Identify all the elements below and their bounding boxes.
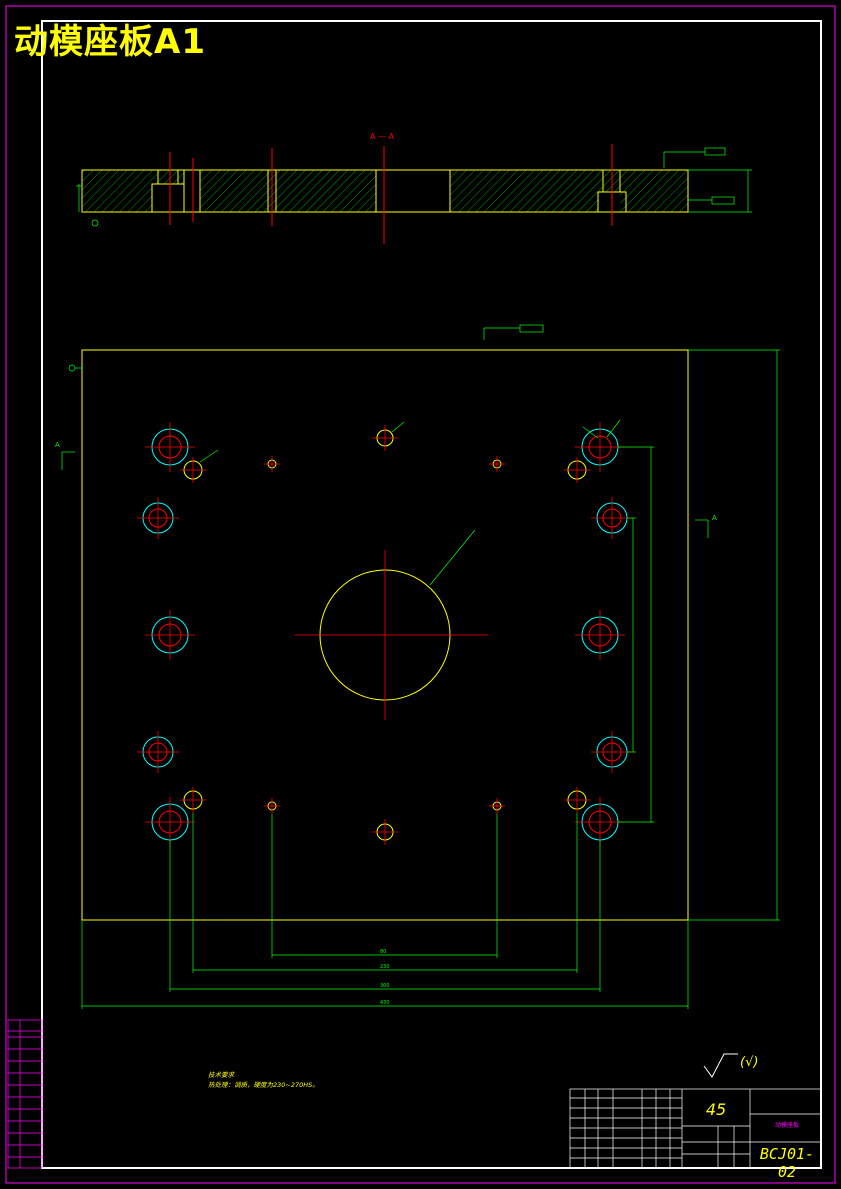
- tech-notes-heading: 技术要求: [208, 1071, 234, 1079]
- tech-notes-line-1: 热处理：调质，硬度为230~270HS。: [208, 1081, 319, 1089]
- part-name: 动模座板: [774, 1122, 799, 1129]
- centerlines: [137, 422, 633, 847]
- svg-text:230: 230: [380, 964, 390, 970]
- material-value: 45: [705, 1100, 727, 1119]
- dimension-ticks: 80 230 300 430: [380, 949, 390, 1006]
- section-marker-right: A: [712, 514, 717, 522]
- svg-text:80: 80: [380, 949, 386, 955]
- drawing-title: 动模座板A1: [14, 22, 206, 62]
- title-block: [569, 1088, 822, 1169]
- technical-requirements: 技术要求 热处理：调质，硬度为230~270HS。: [208, 1070, 319, 1090]
- outer-border: [5, 5, 836, 1184]
- dimension-lines: [68, 324, 780, 1009]
- section-label: A — A: [370, 132, 395, 141]
- plate-outline: [81, 349, 689, 921]
- svg-text:430: 430: [380, 1000, 390, 1006]
- roughness-symbol-icon: [703, 1053, 738, 1078]
- drawing-number: BCJ01-02: [759, 1145, 815, 1181]
- section-markers: [61, 451, 709, 538]
- svg-text:300: 300: [380, 983, 390, 989]
- inner-frame: [41, 20, 822, 1169]
- left-revision-table: [7, 1019, 43, 1169]
- section-marker-left: A: [55, 441, 60, 449]
- roughness-note: (√): [740, 1055, 759, 1070]
- section-view-a-a: A — A: [76, 132, 752, 244]
- plan-view: 80 230 300 430 A A: [55, 324, 780, 1009]
